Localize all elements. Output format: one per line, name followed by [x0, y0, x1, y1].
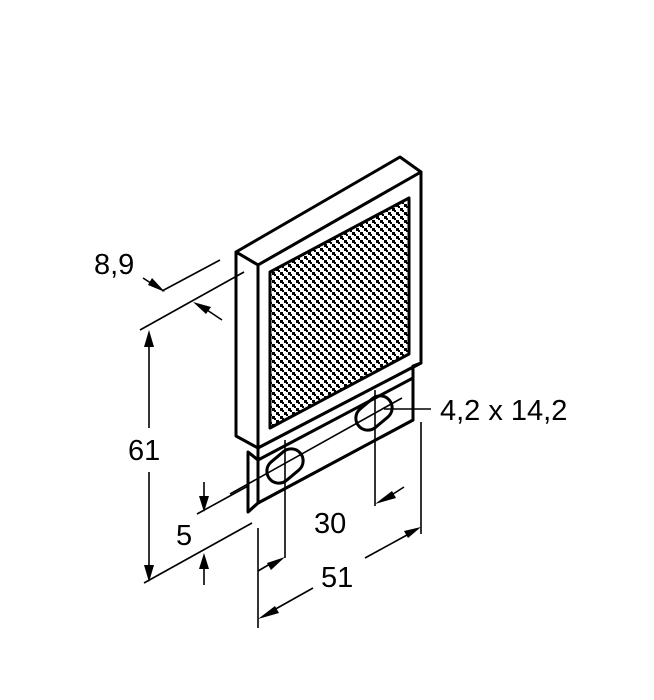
dimension-slot-size: 4,2 x 14,2 — [384, 395, 567, 427]
reflector-mesh-area — [270, 198, 409, 428]
slot-hole-right — [354, 394, 394, 432]
hole-centerline — [229, 397, 403, 495]
frame-side-face — [234, 250, 260, 450]
slot-hole-left — [265, 447, 305, 485]
slot-size-label: 4,2 x 14,2 — [440, 395, 567, 427]
dimension-width: 51 — [257, 422, 422, 628]
reflector-body — [229, 155, 423, 514]
width-label: 51 — [321, 562, 353, 594]
dimension-height: 61 — [128, 330, 253, 584]
dimension-bracket-height: 5 — [176, 482, 249, 585]
height-label: 61 — [128, 435, 160, 467]
bracket-height-label: 5 — [176, 520, 192, 552]
depth-label: 8,9 — [94, 249, 134, 281]
hole-spacing-label: 30 — [314, 508, 346, 540]
dimension-hole-spacing: 30 — [257, 390, 405, 572]
dimension-depth: 8,9 — [94, 249, 245, 331]
